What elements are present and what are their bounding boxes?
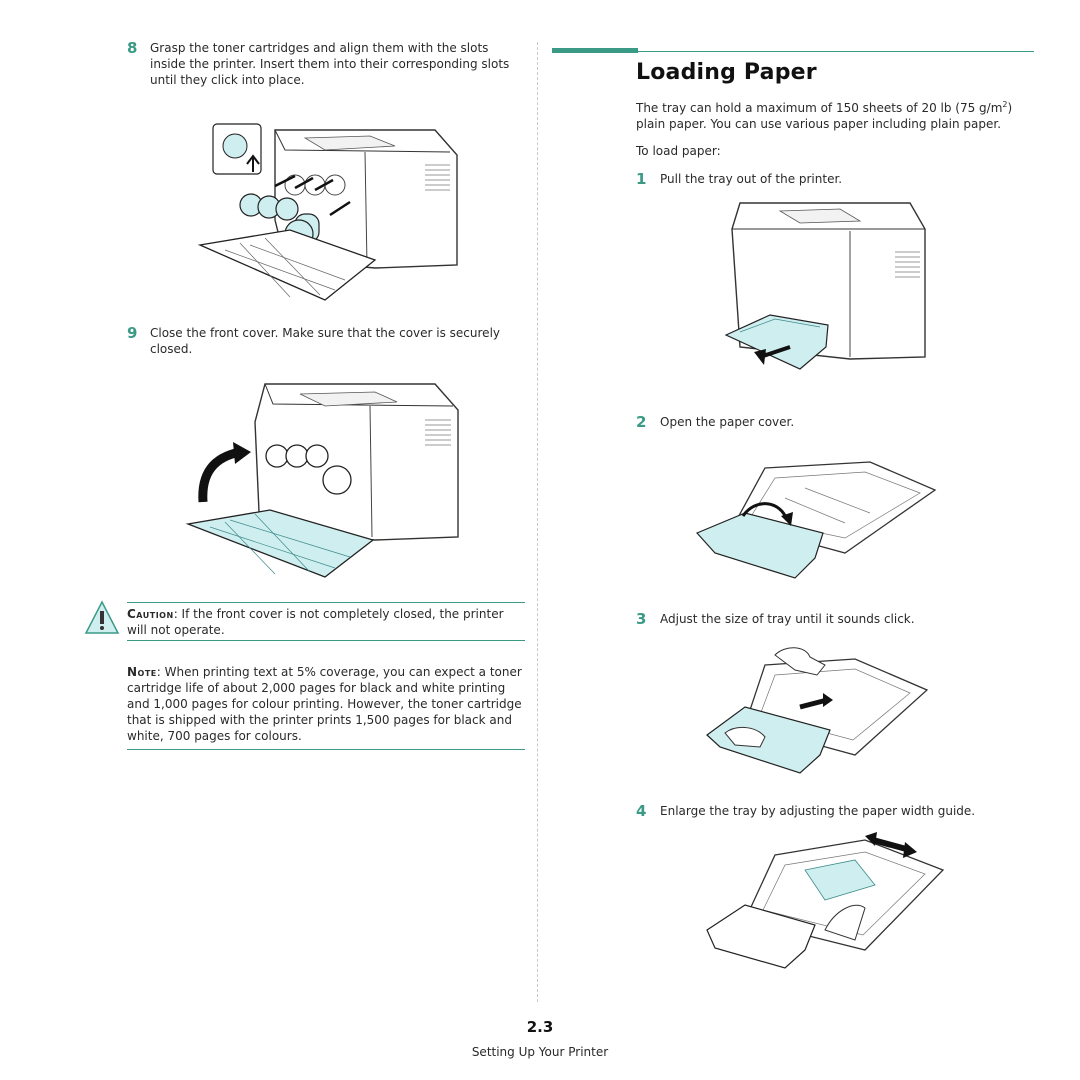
caution-bottom-rule: [127, 640, 525, 641]
r-step-3-text: Adjust the size of tray until it sounds …: [660, 612, 915, 626]
intro-paragraph: The tray can hold a maximum of 150 sheet…: [636, 100, 1036, 132]
heading-accent-bar: [552, 48, 638, 53]
page-number: 2.3: [526, 1018, 554, 1036]
step-9-text: Close the front cover. Make sure that th…: [150, 326, 500, 356]
intro-superscript: 2: [1002, 100, 1008, 109]
toner-insert-illustration: [195, 110, 465, 310]
intro-before: The tray can hold a maximum of 150 sheet…: [636, 101, 1003, 115]
section-heading: Loading Paper: [636, 60, 817, 85]
caution-body: : If the front cover is not completely c…: [127, 607, 504, 637]
step-8-number: 8: [127, 39, 138, 57]
r-step-4-text: Enlarge the tray by adjusting the paper …: [660, 804, 976, 818]
caution-top-rule: [127, 602, 525, 603]
note-label: Note: [127, 665, 157, 679]
intro-after: ) plain paper. You can use various paper…: [636, 101, 1013, 131]
caution-label: Caution: [127, 607, 174, 621]
r-step-1-number: 1: [636, 170, 647, 188]
adjust-tray-illustration: [705, 645, 930, 775]
caution-text: Caution: If the front cover is not compl…: [127, 606, 519, 638]
pull-tray-illustration: [720, 197, 930, 372]
r-step-1-text: Pull the tray out of the printer.: [660, 172, 843, 186]
r-step-4-number: 4: [636, 802, 647, 820]
step-9-number: 9: [127, 324, 138, 342]
r-step-2-text: Open the paper cover.: [660, 415, 795, 429]
note-bottom-rule: [127, 749, 525, 750]
close-cover-illustration: [185, 372, 465, 582]
open-cover-illustration: [695, 458, 940, 580]
r-step-3-number: 3: [636, 610, 647, 628]
r-step-2-number: 2: [636, 413, 647, 431]
footer-section-title: Setting Up Your Printer: [471, 1045, 609, 1059]
width-guide-illustration: [705, 830, 945, 970]
to-load-text: To load paper:: [636, 144, 721, 158]
note-body: : When printing text at 5% coverage, you…: [127, 665, 522, 743]
step-8-text: Grasp the toner cartridges and align the…: [150, 41, 510, 87]
column-divider: [537, 42, 538, 1002]
heading-rule: [638, 51, 1034, 52]
caution-icon: [84, 600, 120, 636]
note-text: Note: When printing text at 5% coverage,…: [127, 664, 523, 744]
